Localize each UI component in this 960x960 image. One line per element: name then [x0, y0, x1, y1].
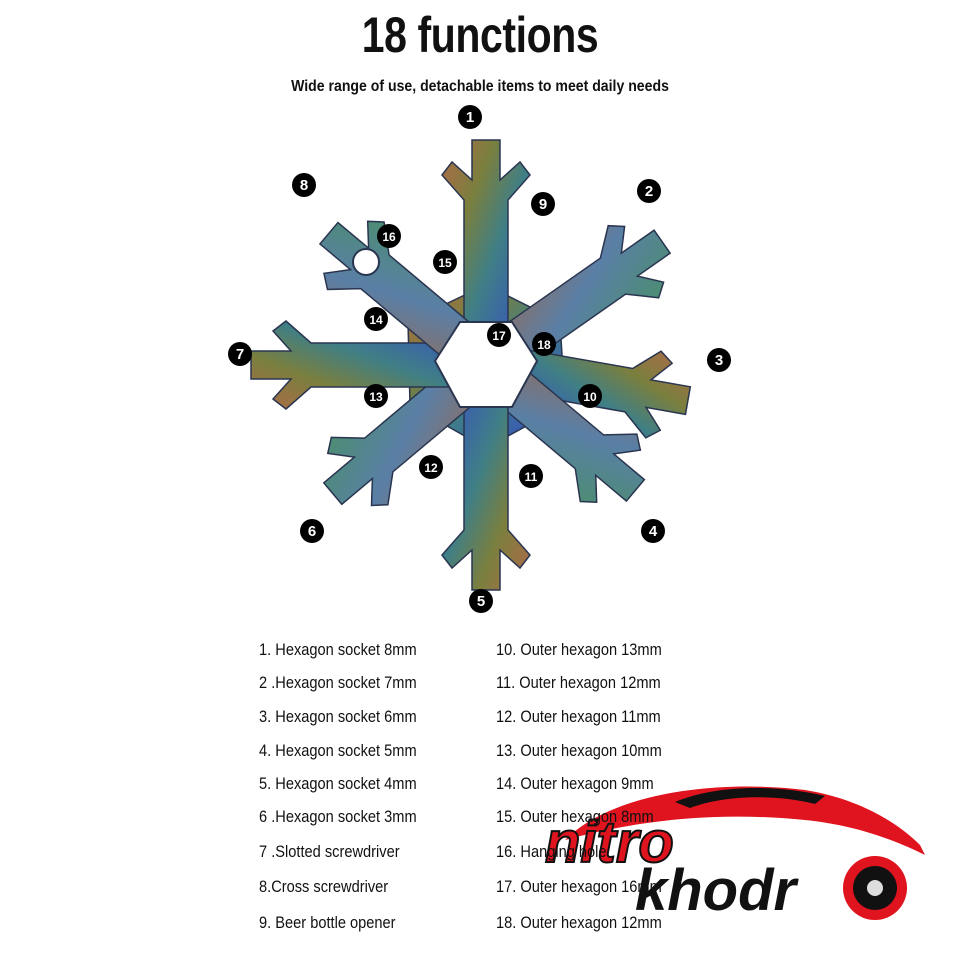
center-hex-hole: [433, 321, 539, 408]
function-item: 3. Hexagon socket 6mm: [259, 707, 417, 726]
function-item: 4. Hexagon socket 5mm: [259, 741, 417, 760]
callout-14: 14: [364, 307, 388, 331]
callout-6: 6: [300, 519, 324, 543]
callout-10: 10: [578, 384, 602, 408]
function-item: 17. Outer hexagon 16mm: [496, 877, 662, 896]
callout-label: 18: [537, 338, 551, 352]
function-item: 5. Hexagon socket 4mm: [259, 774, 417, 793]
callout-12: 12: [419, 455, 443, 479]
callout-label: 15: [438, 256, 452, 270]
watermark-line2: khodr: [635, 858, 800, 923]
callout-label: 1: [466, 109, 474, 126]
car-roof-icon: [675, 787, 825, 808]
callout-label: 8: [300, 177, 308, 194]
function-item: 2 .Hexagon socket 7mm: [259, 673, 417, 692]
function-item: 11. Outer hexagon 12mm: [496, 673, 661, 692]
callout-16: 16: [377, 224, 401, 248]
function-item: 7 .Slotted screwdriver: [259, 842, 400, 861]
car-silhouette-icon: [565, 786, 925, 855]
function-item: 9. Beer bottle opener: [259, 913, 396, 932]
callout-2: 2: [637, 179, 661, 203]
callout-label: 10: [583, 390, 597, 404]
page-title: 18 functions: [361, 7, 599, 63]
callout-label: 13: [369, 390, 383, 404]
callout-9: 9: [531, 192, 555, 216]
callout-8: 8: [292, 173, 316, 197]
function-item: 10. Outer hexagon 13mm: [496, 640, 662, 659]
callout-7: 7: [228, 342, 252, 366]
callout-label: 2: [645, 183, 653, 200]
function-item: 13. Outer hexagon 10mm: [496, 741, 662, 760]
callout-13: 13: [364, 384, 388, 408]
callout-3: 3: [707, 348, 731, 372]
function-item: 12. Outer hexagon 11mm: [496, 707, 661, 726]
function-item: 8.Cross screwdriver: [259, 877, 389, 896]
wheel-icon: [843, 856, 907, 920]
callout-label: 14: [369, 313, 383, 327]
function-item: 18. Outer hexagon 12mm: [496, 913, 662, 932]
callout-15: 15: [433, 250, 457, 274]
callout-label: 7: [236, 346, 244, 363]
arm-1: [441, 139, 531, 366]
callout-label: 16: [382, 230, 396, 244]
callout-label: 11: [525, 470, 538, 484]
callout-label: 6: [308, 523, 316, 540]
watermark-logo: nitro khodr: [544, 786, 925, 923]
callout-17: 17: [487, 323, 511, 347]
callout-label: 3: [715, 352, 723, 369]
hanging-hole: [352, 248, 380, 276]
callout-11: 11: [519, 464, 543, 488]
function-item: 15. Outer hexagon 8mm: [496, 807, 654, 826]
callout-5: 5: [469, 589, 493, 613]
function-item: 14. Outer hexagon 9mm: [496, 774, 654, 793]
page-subtitle: Wide range of use, detachable items to m…: [291, 78, 669, 95]
watermark-line1: nitro: [545, 810, 674, 875]
arm-5: [441, 364, 531, 591]
callout-label: 9: [539, 196, 547, 213]
function-item: 1. Hexagon socket 8mm: [259, 640, 417, 659]
callout-label: 4: [649, 523, 658, 540]
callout-label: 5: [477, 593, 485, 610]
callout-18: 18: [532, 332, 556, 356]
callout-4: 4: [641, 519, 665, 543]
function-item: 6 .Hexagon socket 3mm: [259, 807, 417, 826]
callout-1: 1: [458, 105, 482, 129]
callout-label: 12: [424, 461, 438, 475]
callout-label: 17: [492, 329, 506, 343]
function-item: 16. Hanging hole: [496, 842, 607, 861]
